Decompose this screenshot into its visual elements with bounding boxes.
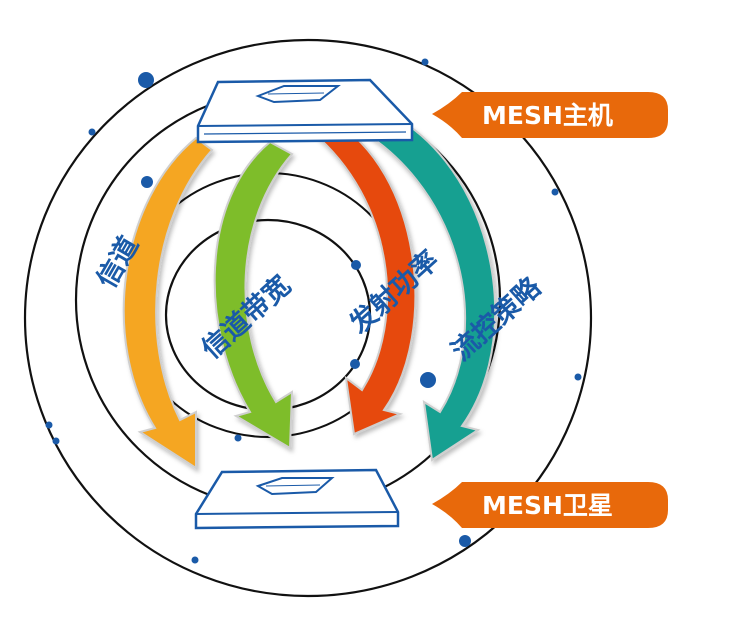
mesh-satellite-device (194, 468, 400, 530)
orbit-dot-icon (551, 188, 559, 196)
orbit-dot-icon (141, 176, 153, 188)
label-flow-control: 流控策略 (445, 270, 547, 367)
orbit-dot-icon (459, 535, 471, 547)
orbit-dot-icon (45, 421, 53, 429)
arrow-power (310, 118, 417, 436)
orbit-dot-icon (351, 260, 361, 270)
orbit-dot-icon (52, 437, 60, 445)
callout-host-text: MESH主机 (482, 101, 613, 130)
orbit-dot-icon (350, 359, 360, 369)
mesh-host-device (196, 78, 414, 144)
orbit-dot-icon (234, 434, 242, 442)
orbit-dot-icon (138, 72, 154, 88)
arrow-flow-control (343, 104, 497, 462)
orbit-dot-icon (88, 128, 96, 136)
outer-orbit (23, 38, 593, 598)
orbit-dot-icon (421, 58, 429, 66)
orbit-dot-icon (574, 373, 582, 381)
callout-satellite-text: MESH卫星 (482, 491, 613, 520)
callout-host: MESH主机 (432, 92, 668, 138)
orbit-dot-icon (420, 372, 436, 388)
orbit-dot-icon (191, 556, 199, 564)
arrow-channel (122, 136, 214, 470)
arrows (122, 104, 497, 470)
arrow-bandwidth (213, 140, 294, 450)
callout-satellite: MESH卫星 (432, 482, 668, 528)
orbit-dots (45, 58, 582, 564)
